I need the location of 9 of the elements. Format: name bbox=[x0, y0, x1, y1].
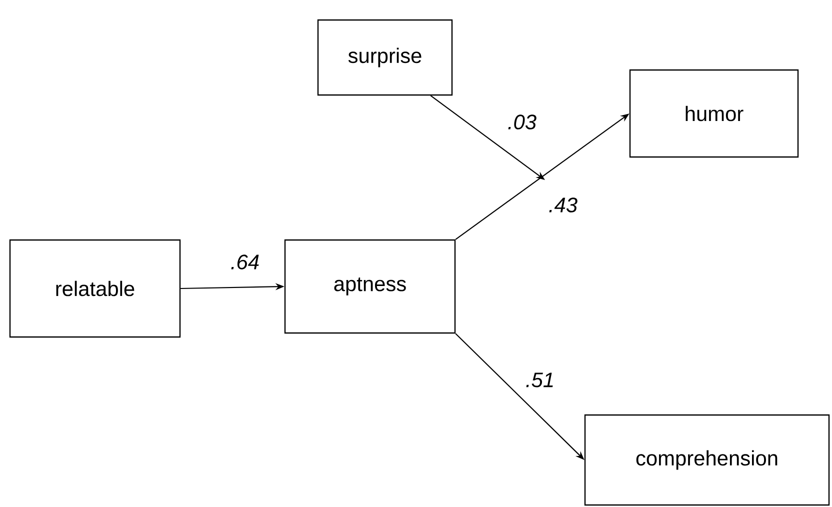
variable-box: humor bbox=[629, 69, 799, 158]
variable-box: aptness bbox=[284, 239, 456, 334]
edge-label: .43 bbox=[547, 196, 579, 214]
edge-label: .64 bbox=[229, 254, 261, 270]
edge-label: .51 bbox=[524, 372, 556, 388]
edge-label: .03 bbox=[506, 114, 538, 130]
variable-box: surprise bbox=[317, 19, 453, 96]
variable-box: relatable bbox=[9, 239, 181, 338]
variable-box: comprehension bbox=[584, 414, 830, 506]
